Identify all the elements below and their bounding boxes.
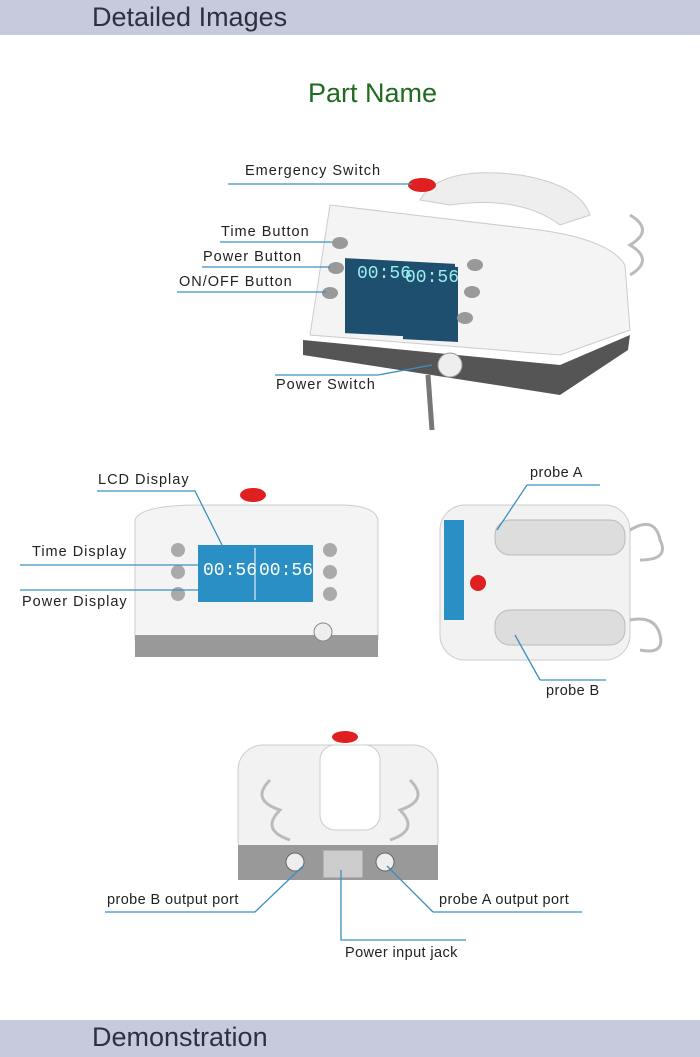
footer-title: Demonstration (92, 1022, 268, 1052)
label-power-display: Power Display (22, 594, 128, 610)
leader-lines (20, 183, 606, 941)
lcd2-time-b: 00:56 (259, 561, 313, 581)
device-front-perspective (303, 172, 644, 431)
header-bar: Detailed Images (0, 0, 700, 35)
device-front-view (134, 488, 379, 657)
label-probe-b-output-port: probe B output port (107, 892, 239, 908)
lcd-time-b: 00:56 (405, 268, 459, 288)
label-lcd-display: LCD Display (98, 472, 190, 488)
label-power-switch: Power Switch (276, 377, 376, 393)
footer-bar: Demonstration (0, 1020, 700, 1057)
label-probe-a: probe A (530, 465, 583, 481)
device-rear-view (237, 731, 439, 880)
label-probe-b: probe B (546, 683, 600, 699)
label-probe-a-output-port: probe A output port (439, 892, 570, 908)
label-onoff-button: ON/OFF Button (179, 274, 293, 290)
lcd-time-a: 00:56 (357, 264, 411, 284)
label-time-display: Time Display (32, 544, 128, 560)
label-time-button: Time Button (221, 224, 310, 240)
label-emergency-switch: Emergency Switch (245, 163, 382, 179)
section-title: Part Name (307, 78, 438, 108)
device-top-view (439, 504, 664, 661)
header-title: Detailed Images (92, 2, 288, 32)
label-power-input-jack: Power input jack (345, 945, 458, 961)
label-power-button: Power Button (203, 249, 303, 265)
lcd2-time-a: 00:56 (203, 561, 257, 581)
